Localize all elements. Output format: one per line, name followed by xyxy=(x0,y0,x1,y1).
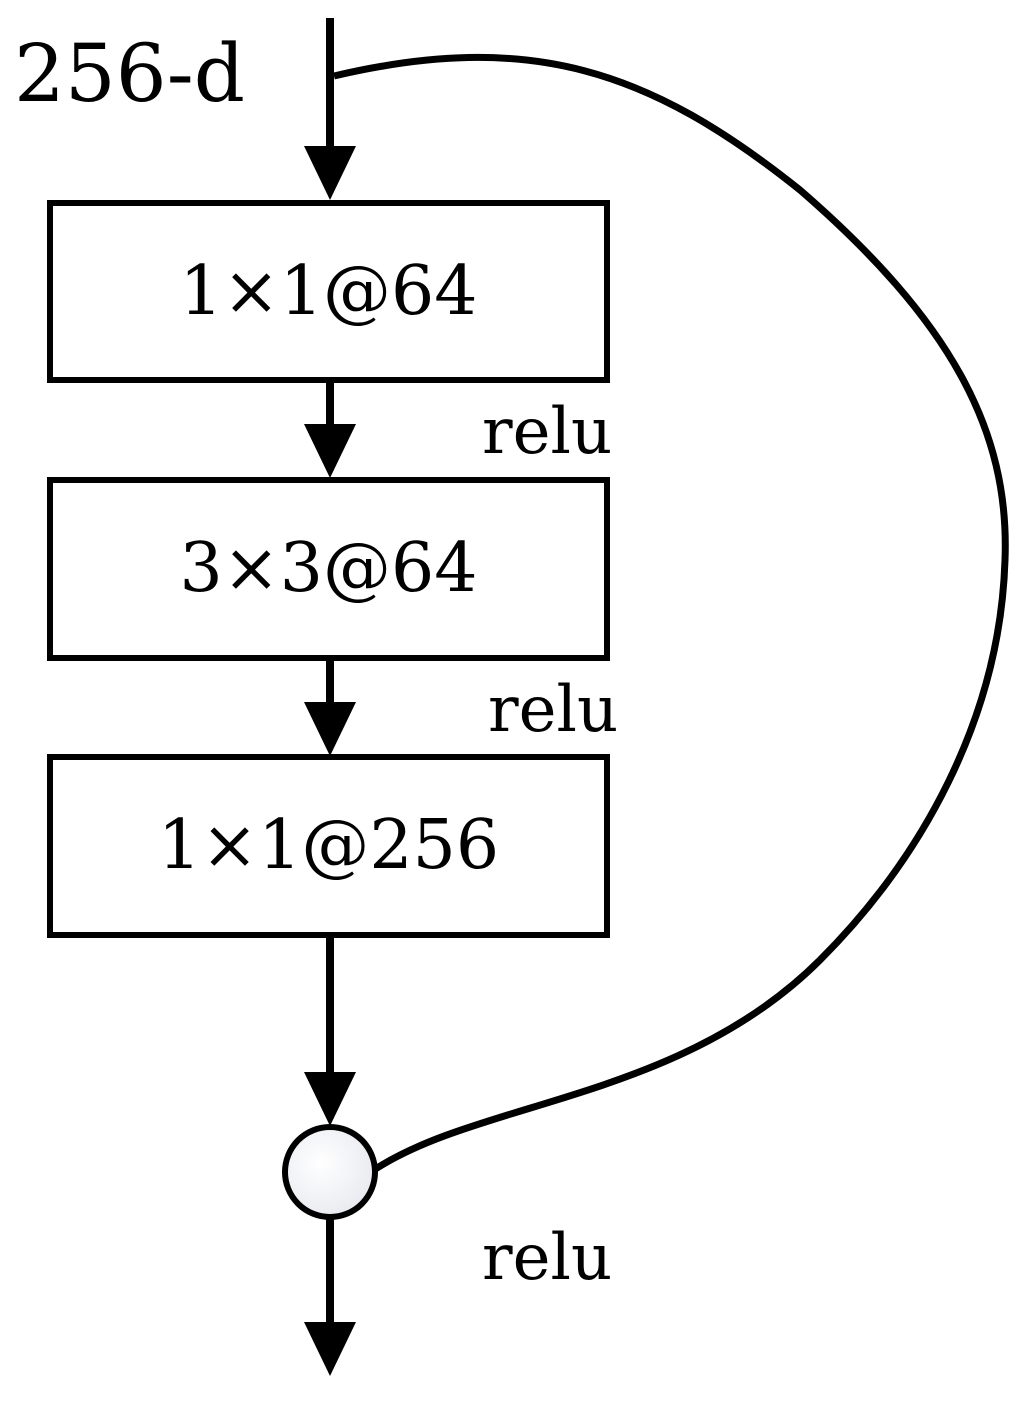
addition-node xyxy=(282,1124,378,1220)
layer-label-2: 3×3@64 xyxy=(179,529,478,608)
input-arrowhead xyxy=(304,146,356,200)
layer-box-2 xyxy=(47,477,610,661)
relu-label-1: relu xyxy=(482,395,613,469)
layer-box-1 xyxy=(47,200,610,383)
skip-connection-curve xyxy=(333,53,1009,1173)
input-dimension-label: 256-d xyxy=(14,27,245,120)
layer-label-1: 1×1@64 xyxy=(179,251,478,331)
layer-box-3 xyxy=(47,754,610,938)
arrowhead-3 xyxy=(304,1072,356,1126)
layer-label-3: 1×1@256 xyxy=(157,806,500,885)
output-arrowhead xyxy=(304,1322,356,1376)
relu-label-2: relu xyxy=(488,673,619,747)
arrowhead-2 xyxy=(304,702,356,756)
relu-label-3: relu xyxy=(482,1221,613,1295)
arrowhead-1 xyxy=(304,424,356,478)
